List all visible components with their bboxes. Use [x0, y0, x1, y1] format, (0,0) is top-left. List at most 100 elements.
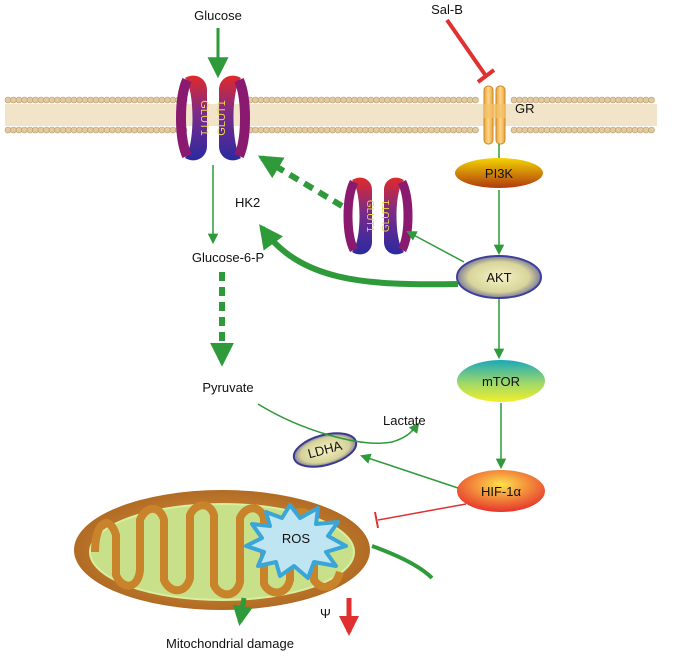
lipid-head — [549, 96, 556, 104]
lipid-head — [98, 126, 105, 134]
lipid-head — [15, 126, 23, 134]
lipid-head — [554, 126, 562, 134]
lipid-head — [257, 126, 265, 134]
lipid-head — [351, 96, 358, 104]
lipid-head — [109, 96, 116, 104]
lipid-head — [373, 126, 380, 134]
lipid-head — [571, 96, 578, 104]
lipid-head — [329, 96, 336, 104]
lipid-head — [109, 126, 116, 134]
lipid-head — [406, 96, 413, 104]
lipid-head — [345, 96, 353, 104]
lipid-head — [362, 126, 369, 134]
lipid-head — [340, 126, 347, 134]
lipid-head — [637, 126, 644, 134]
lipid-head — [98, 96, 105, 104]
lipid-head — [153, 126, 160, 134]
glucose-label: Glucose — [194, 8, 242, 23]
lipid-head — [153, 96, 160, 104]
lipid-head — [395, 96, 402, 104]
lipid-head — [43, 126, 50, 134]
lipid-head — [642, 126, 650, 134]
lipid-head — [120, 126, 127, 134]
lipid-head — [158, 96, 166, 104]
lipid-head — [620, 126, 628, 134]
lipid-head — [37, 96, 45, 104]
inhibit-salb-gr — [445, 18, 488, 78]
lipid-head — [428, 96, 435, 104]
lipid-head — [169, 126, 177, 134]
lipid-head — [285, 96, 292, 104]
lipid-head — [257, 96, 265, 104]
salb-label: Sal-B — [431, 2, 463, 17]
lipid-head — [510, 126, 518, 134]
lipid-head — [532, 126, 540, 134]
lipid-head — [466, 126, 474, 134]
lipid-head — [400, 126, 408, 134]
lipid-head — [301, 96, 309, 104]
lipid-head — [318, 96, 325, 104]
arrow-akt-glut1 — [406, 231, 465, 263]
lipid-head — [609, 126, 617, 134]
lipid-head — [604, 126, 611, 134]
lipid-head — [565, 96, 573, 104]
lipid-head — [593, 96, 600, 104]
lipid-head — [279, 126, 287, 134]
lipid-head — [598, 96, 606, 104]
lipid-head — [131, 126, 138, 134]
arrow-glut1-translocation — [257, 155, 344, 209]
lipid-head — [103, 126, 111, 134]
lipid-head — [70, 96, 78, 104]
lipid-head — [384, 96, 391, 104]
lipid-head — [21, 126, 28, 134]
lipid-head — [521, 126, 529, 134]
lipid-head — [147, 126, 155, 134]
lipid-head — [158, 126, 166, 134]
lipid-head — [21, 96, 28, 104]
lipid-head — [378, 126, 386, 134]
lipid-head — [290, 126, 298, 134]
pi3k-label: PI3K — [485, 166, 514, 181]
lipid-head — [642, 96, 650, 104]
lipid-head — [26, 126, 34, 134]
lipid-head — [10, 126, 17, 134]
mtor-node: mTOR — [457, 360, 545, 402]
lipid-head — [290, 96, 298, 104]
lipid-head — [169, 96, 177, 104]
lipid-head — [131, 96, 138, 104]
lipid-head — [631, 96, 639, 104]
lipid-head — [516, 126, 523, 134]
lipid-head — [48, 126, 56, 134]
lipid-head — [54, 126, 61, 134]
lipid-head — [565, 126, 573, 134]
lipid-head — [543, 96, 551, 104]
lipid-head — [274, 96, 281, 104]
lipid-head — [87, 96, 94, 104]
lipid-head — [268, 126, 276, 134]
lipid-head — [125, 96, 133, 104]
lipid-head — [81, 126, 89, 134]
lipid-head — [92, 96, 100, 104]
lipid-head — [43, 96, 50, 104]
lipid-head — [422, 96, 430, 104]
lipid-head — [626, 96, 633, 104]
arrows — [207, 18, 507, 636]
lipid-head — [389, 96, 397, 104]
lipid-head — [301, 126, 309, 134]
lipid-head — [378, 96, 386, 104]
ros-burst: ROS — [244, 503, 348, 580]
lipid-head — [384, 126, 391, 134]
cell-membrane — [4, 96, 657, 134]
glut1-label-right: GLUT1 — [216, 100, 228, 135]
lipid-head — [461, 96, 468, 104]
lipid-head — [648, 126, 655, 134]
lipid-head — [114, 96, 122, 104]
lipid-head — [32, 96, 39, 104]
lipid-head — [92, 126, 100, 134]
lipid-head — [411, 126, 419, 134]
lipid-head — [615, 126, 622, 134]
lipid-head — [4, 126, 12, 134]
lipid-head — [76, 96, 83, 104]
lipid-head — [576, 126, 584, 134]
